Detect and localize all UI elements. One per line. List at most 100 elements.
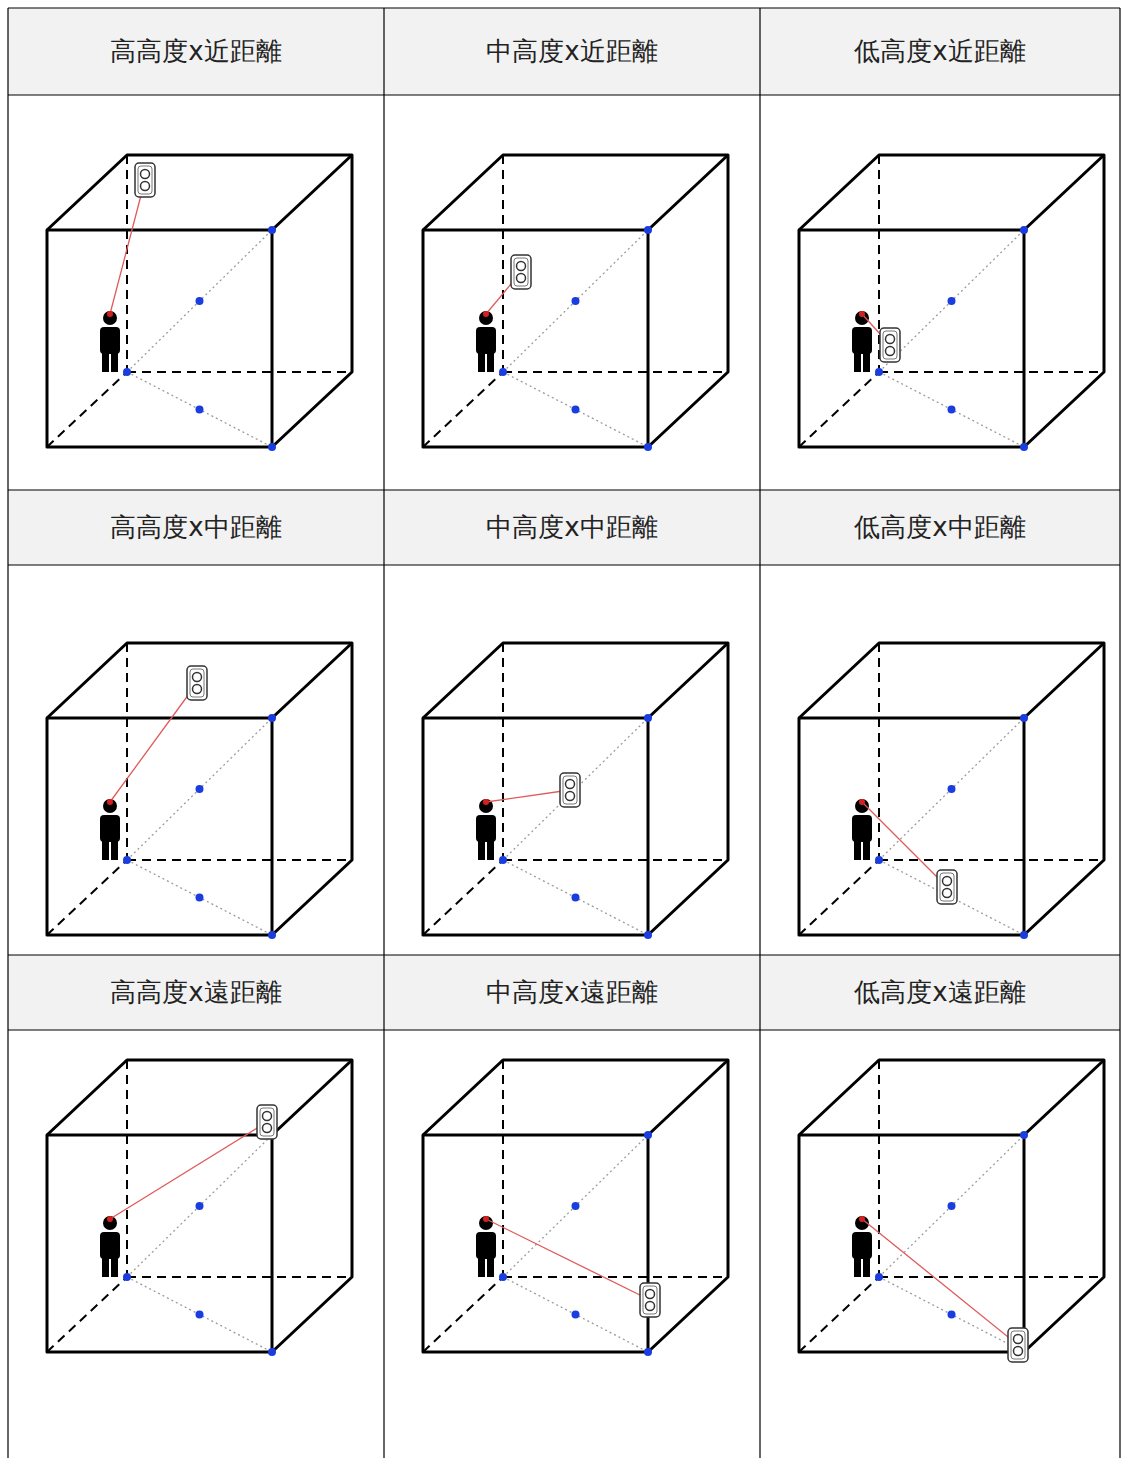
hidden-edge: [503, 1276, 728, 1278]
position-dot: [268, 714, 276, 722]
position-dot: [1020, 226, 1028, 234]
camera-icon: [640, 1283, 660, 1317]
hidden-edge: [879, 371, 1104, 373]
hidden-edge: [126, 643, 128, 860]
position-dot: [644, 931, 652, 939]
position-dot: [499, 1273, 507, 1281]
cube-edge: [1024, 155, 1104, 230]
cube-scene: [799, 155, 1104, 451]
position-dot: [268, 1348, 276, 1356]
position-dot: [123, 1273, 131, 1281]
cube-edge: [272, 1060, 352, 1135]
header-cell: 高高度x中距離: [10, 492, 382, 563]
guide-line: [879, 860, 1024, 935]
hidden-edge: [127, 859, 352, 861]
hidden-edge: [799, 372, 879, 447]
cube-scene: [47, 1060, 352, 1356]
grid-line: [1119, 8, 1120, 1458]
grid-line: [8, 489, 1120, 490]
position-dot: [948, 297, 956, 305]
camera-icon: [1008, 1328, 1028, 1362]
position-dot: [1020, 714, 1028, 722]
hidden-edge: [502, 155, 504, 372]
column-header: 高高度x中距離: [110, 510, 281, 545]
position-dot: [268, 443, 276, 451]
hidden-edge: [47, 1277, 127, 1352]
eye-dot: [483, 799, 489, 805]
guide-line: [127, 860, 272, 935]
position-dot: [572, 1311, 580, 1319]
column-header: 低高度x中距離: [854, 510, 1025, 545]
header-cell: 中高度x近距離: [386, 10, 758, 93]
cube-front: [799, 230, 1024, 447]
cube-edge: [1024, 1060, 1104, 1135]
grid-line: [8, 7, 1120, 8]
cube-edge: [648, 155, 728, 230]
column-header: 高高度x遠距離: [110, 975, 281, 1010]
header-band: [8, 490, 1120, 565]
guide-line: [879, 1135, 1024, 1277]
header-band: [8, 955, 1120, 1030]
hidden-edge: [879, 859, 1104, 861]
position-dot: [268, 226, 276, 234]
header-band: [8, 8, 1120, 95]
cube-edge: [648, 1060, 728, 1135]
camera-icon: [511, 255, 531, 289]
cube-back: [423, 1060, 728, 1352]
position-dot: [948, 406, 956, 414]
header-cell: 高高度x近距離: [10, 10, 382, 93]
header-cell: 低高度x近距離: [762, 10, 1118, 93]
camera-icon: [257, 1105, 277, 1139]
person-figure: [100, 311, 120, 372]
cube-scene: [423, 643, 728, 939]
eye-dot: [483, 1216, 489, 1222]
position-dot: [572, 894, 580, 902]
cube-back: [799, 1060, 1104, 1352]
guide-line: [127, 718, 272, 860]
hidden-edge: [799, 1277, 879, 1352]
position-dot: [875, 856, 883, 864]
position-dot: [644, 1131, 652, 1139]
header-cell: 中高度x遠距離: [386, 957, 758, 1028]
hidden-edge: [503, 371, 728, 373]
cube-scene: [47, 643, 352, 939]
position-dot: [644, 226, 652, 234]
grid-line: [8, 564, 1120, 565]
position-dot: [196, 785, 204, 793]
guide-line: [503, 230, 648, 372]
eye-dot: [859, 799, 865, 805]
hidden-edge: [423, 860, 503, 935]
cube-scene: [47, 155, 352, 451]
guide-line: [879, 230, 1024, 372]
position-dot: [644, 1348, 652, 1356]
cube-edge: [1024, 643, 1104, 718]
cube-front: [47, 1135, 272, 1352]
cube-edge: [272, 643, 352, 718]
guide-line: [503, 1135, 648, 1277]
eye-dot: [107, 311, 113, 317]
sight-line: [110, 683, 197, 802]
sight-line: [110, 1122, 267, 1219]
hidden-edge: [127, 1276, 352, 1278]
position-dot: [572, 1202, 580, 1210]
cube-scene: [799, 1060, 1104, 1362]
sight-line: [110, 180, 145, 314]
hidden-edge: [423, 372, 503, 447]
position-dot: [1020, 1131, 1028, 1139]
position-dot: [123, 368, 131, 376]
grid-line: [8, 94, 1120, 95]
camera-icon: [135, 163, 155, 197]
person-figure: [476, 311, 496, 372]
column-header: 中高度x中距離: [486, 510, 657, 545]
hidden-edge: [126, 1060, 128, 1277]
eye-dot: [859, 1216, 865, 1222]
guide-line: [503, 372, 648, 447]
guide-line: [879, 1277, 1024, 1352]
hidden-edge: [47, 372, 127, 447]
position-dot: [196, 1202, 204, 1210]
person-figure: [100, 1216, 120, 1277]
position-dot: [1020, 931, 1028, 939]
position-dot: [123, 856, 131, 864]
position-dot: [499, 368, 507, 376]
